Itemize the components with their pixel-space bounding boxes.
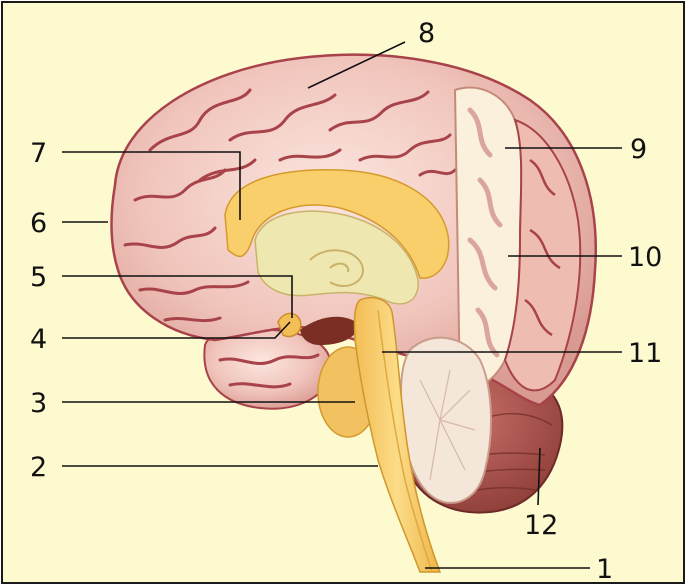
label-5: 5: [30, 262, 47, 293]
label-4: 4: [30, 324, 47, 355]
label-12: 12: [524, 510, 558, 541]
label-7: 7: [30, 138, 47, 169]
label-6: 6: [30, 208, 47, 239]
label-8: 8: [418, 18, 435, 49]
label-2: 2: [30, 452, 47, 483]
label-10: 10: [628, 242, 662, 273]
label-3: 3: [30, 388, 47, 419]
label-11: 11: [628, 338, 662, 369]
label-1: 1: [596, 554, 613, 585]
label-9: 9: [630, 134, 647, 165]
